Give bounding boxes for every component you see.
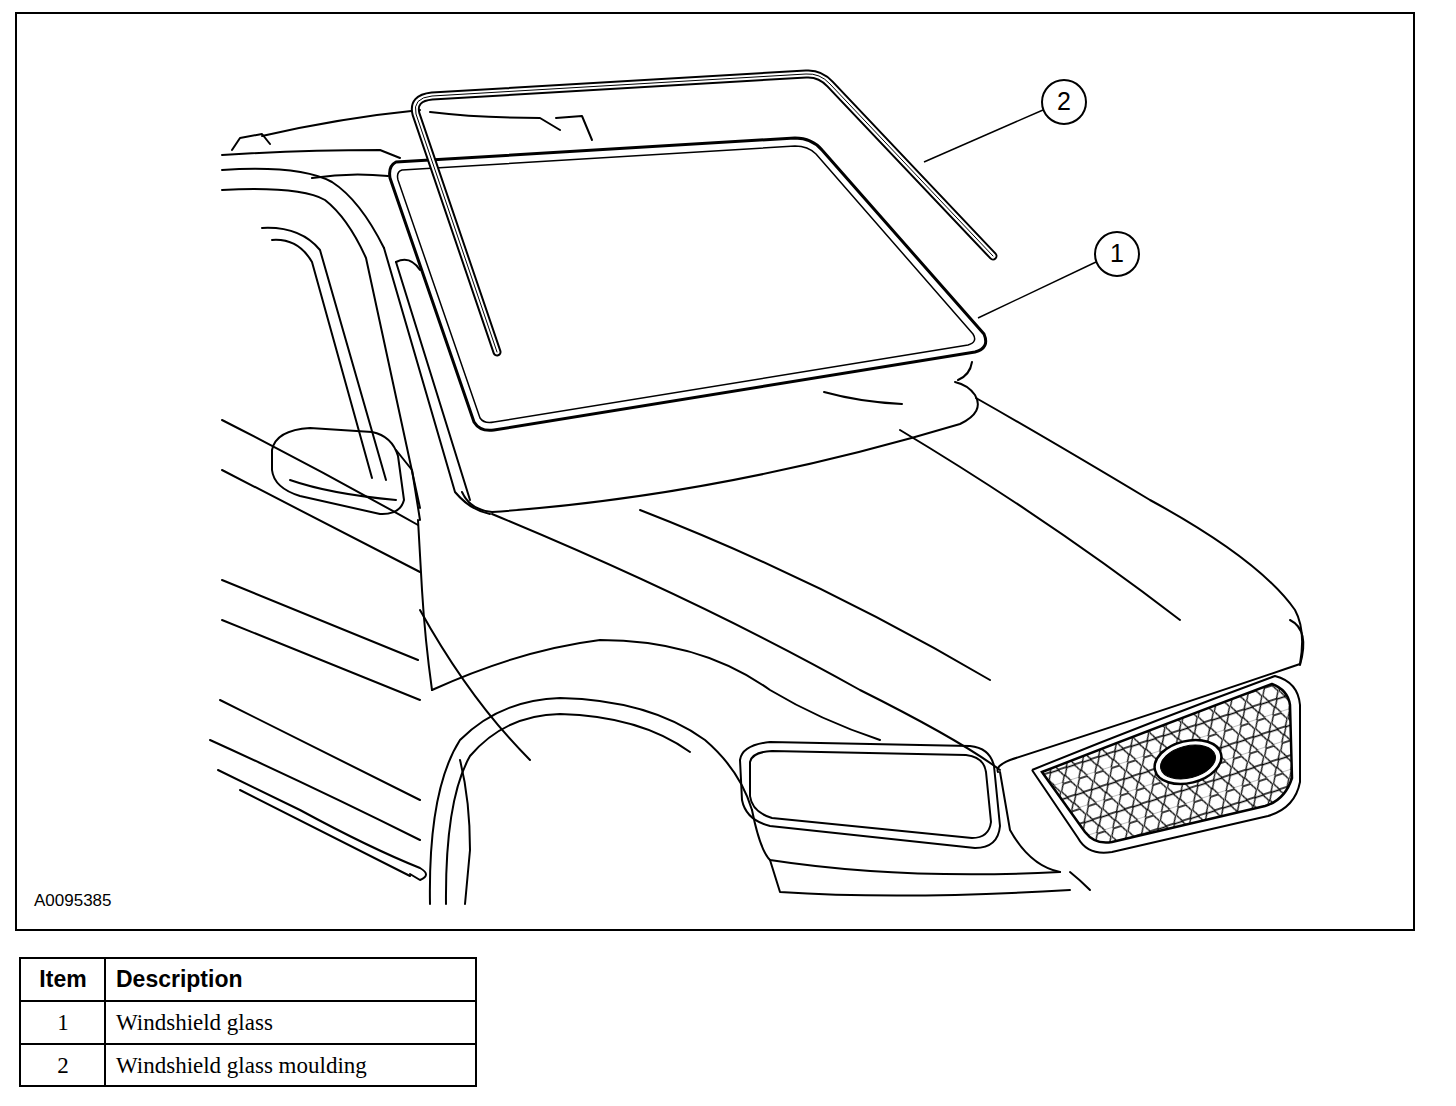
vehicle-body-part (640, 510, 990, 680)
windshield-moulding (415, 74, 993, 352)
vehicle-body-part (222, 580, 418, 660)
parts-table-part (20, 1000, 476, 1002)
vehicle-body-part (976, 398, 1302, 664)
leader-lines (924, 110, 1096, 318)
vehicle-body-part (460, 760, 470, 904)
leader-lines-part (978, 262, 1096, 318)
item-number-cell: 2 (22, 1046, 104, 1085)
vehicle-body-part (222, 620, 420, 700)
windshield-moulding-part (415, 74, 993, 352)
front-grille-part (1150, 733, 1226, 790)
item-number: 2 (57, 1053, 69, 1078)
vehicle-body-part (420, 610, 530, 760)
vehicle-body-part (824, 392, 902, 404)
parts-table (20, 958, 476, 1086)
callout-number-cell: 1 (1095, 232, 1139, 276)
table-header: Description (116, 967, 243, 992)
vehicle-body-part (262, 110, 420, 136)
vehicle-body-part (218, 770, 426, 880)
callout-circles-part (1095, 232, 1139, 276)
windshield-glass-part (390, 138, 986, 430)
windshield-moulding-part (415, 74, 993, 352)
vehicle-body-part (958, 362, 972, 380)
windshield-moulding-part (430, 112, 560, 130)
vehicle-body-part (222, 420, 418, 525)
windshield-glass (390, 138, 986, 430)
vehicle-body-part (750, 751, 991, 838)
vehicle-body-part (396, 450, 420, 520)
front-grille-part (1032, 676, 1300, 853)
vehicle-body-part (1000, 772, 1060, 872)
vehicle-body-part (396, 260, 420, 270)
vehicle-body-part (430, 698, 752, 904)
callout-number-cell: 2 (1042, 80, 1086, 124)
vehicle-body-part (1070, 872, 1090, 890)
vehicle-body (210, 110, 1303, 904)
part-name: Windshield glass moulding (116, 1053, 367, 1078)
parts-table-part (20, 1043, 476, 1045)
vehicle-body-part (418, 520, 432, 690)
vehicle-body-part (1290, 620, 1303, 665)
table-header-cell: Item (22, 960, 104, 1000)
front-grille-part (1030, 670, 1300, 850)
parts-table-part (104, 958, 106, 1086)
windshield-glass-part (398, 146, 975, 423)
vehicle-body-part (222, 470, 420, 572)
vehicle-body-part (222, 150, 400, 158)
table-header: Item (39, 967, 86, 992)
callout-circles-part (1042, 80, 1086, 124)
table-header-cell: Description (116, 960, 474, 1000)
vehicle-body-part (240, 790, 410, 876)
windshield-moulding-part (415, 74, 993, 352)
part-name-cell: Windshield glass (116, 1003, 474, 1043)
item-number: 1 (57, 1010, 69, 1035)
leader-lines-part (924, 110, 1043, 162)
part-name-cell: Windshield glass moulding (116, 1046, 474, 1085)
figure-frame-part (16, 13, 1414, 930)
vehicle-body-part (222, 189, 420, 508)
callout-number: 2 (1057, 88, 1071, 116)
figure-frame (16, 13, 1414, 930)
vehicle-body-part (262, 228, 386, 480)
item-number-cell: 1 (22, 1003, 104, 1043)
front-grille-part (1157, 740, 1219, 785)
vehicle-body-part (556, 116, 592, 140)
callout-circles (1042, 80, 1139, 276)
vehicle-body-part (272, 240, 372, 478)
figure-code: A0095385 (34, 892, 112, 911)
callout-number: 1 (1110, 240, 1124, 268)
vehicle-body-part (770, 860, 1070, 896)
vehicle-body-part (900, 430, 1180, 620)
vehicle-body-part (446, 714, 690, 904)
vehicle-body-part (740, 742, 1000, 848)
front-grille (1030, 670, 1300, 853)
figure-code-cell: A0095385 (34, 888, 234, 914)
part-name: Windshield glass (116, 1010, 273, 1035)
parts-table-part (20, 958, 476, 1086)
vehicle-body-part (272, 428, 404, 514)
